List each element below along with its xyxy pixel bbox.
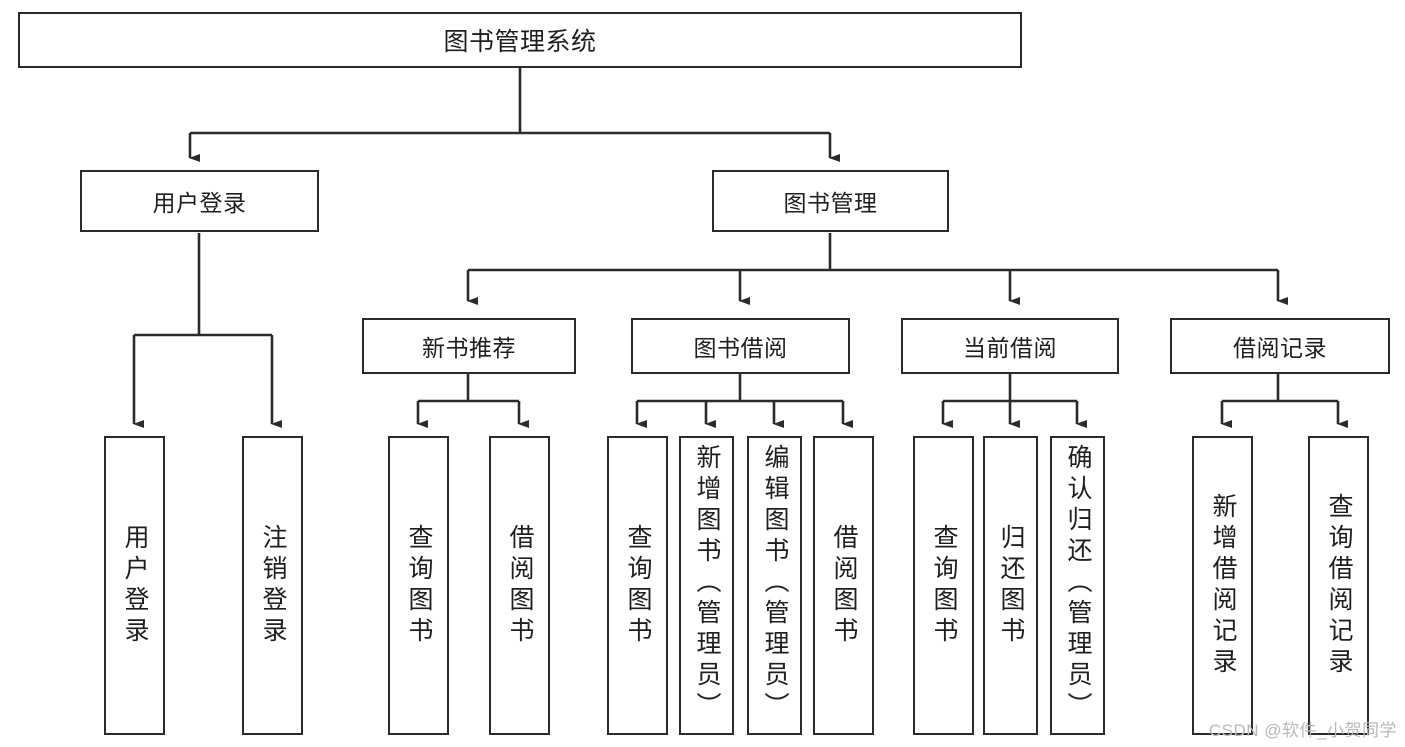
node-leaf-query-book-2-label: 查询图书 — [624, 523, 652, 648]
node-current-borrow-label: 当前借阅 — [963, 335, 1057, 361]
node-leaf-add-record[interactable]: 新增借阅记录 — [1192, 436, 1253, 735]
node-leaf-query-book-3-label: 查询图书 — [930, 523, 958, 648]
node-leaf-query-book-1-label: 查询图书 — [405, 523, 433, 648]
node-leaf-borrow-book-2-label: 借阅图书 — [830, 523, 858, 648]
watermark: CSDN @软件_小贺同学 — [1208, 721, 1397, 740]
node-leaf-query-book-1[interactable]: 查询图书 — [388, 436, 449, 735]
node-leaf-confirm-return[interactable]: 确认归还（管理员） — [1050, 436, 1105, 735]
node-leaf-edit-book-label: 编辑图书（管理员） — [761, 444, 789, 723]
node-root[interactable]: 图书管理系统 — [18, 12, 1022, 68]
node-leaf-add-book-label: 新增图书（管理员） — [693, 444, 721, 723]
node-leaf-user-login-label: 用户登录 — [121, 523, 149, 648]
node-book-manage-label: 图书管理 — [783, 190, 878, 216]
node-leaf-user-logout[interactable]: 注销登录 — [242, 436, 303, 735]
node-leaf-add-book[interactable]: 新增图书（管理员） — [679, 436, 734, 735]
node-leaf-borrow-book-1[interactable]: 借阅图书 — [489, 436, 550, 735]
node-leaf-query-record-label: 查询借阅记录 — [1325, 492, 1353, 679]
node-root-label: 图书管理系统 — [443, 28, 597, 56]
node-leaf-confirm-return-label: 确认归还（管理员） — [1064, 444, 1092, 723]
node-leaf-borrow-book-1-label: 借阅图书 — [506, 523, 534, 648]
node-leaf-borrow-book-2[interactable]: 借阅图书 — [813, 436, 874, 735]
node-leaf-return-book[interactable]: 归还图书 — [983, 436, 1038, 735]
node-leaf-query-book-2[interactable]: 查询图书 — [607, 436, 668, 735]
node-user-login[interactable]: 用户登录 — [80, 170, 319, 232]
node-user-login-label: 用户登录 — [152, 190, 247, 216]
node-leaf-return-book-label: 归还图书 — [997, 523, 1025, 648]
node-leaf-query-book-3[interactable]: 查询图书 — [913, 436, 974, 735]
node-leaf-user-logout-label: 注销登录 — [259, 523, 287, 648]
node-book-borrow[interactable]: 图书借阅 — [631, 318, 850, 374]
node-leaf-edit-book[interactable]: 编辑图书（管理员） — [747, 436, 802, 735]
node-book-borrow-label: 图书借阅 — [693, 335, 788, 361]
node-borrow-record-label: 借阅记录 — [1233, 335, 1327, 361]
node-current-borrow[interactable]: 当前借阅 — [901, 318, 1119, 374]
node-borrow-record[interactable]: 借阅记录 — [1170, 318, 1390, 374]
node-new-book-recommend-label: 新书推荐 — [422, 335, 516, 361]
node-book-manage[interactable]: 图书管理 — [712, 170, 949, 232]
node-new-book-recommend[interactable]: 新书推荐 — [362, 318, 576, 374]
node-leaf-add-record-label: 新增借阅记录 — [1209, 492, 1237, 679]
node-leaf-user-login[interactable]: 用户登录 — [104, 436, 165, 735]
node-leaf-query-record[interactable]: 查询借阅记录 — [1308, 436, 1369, 735]
